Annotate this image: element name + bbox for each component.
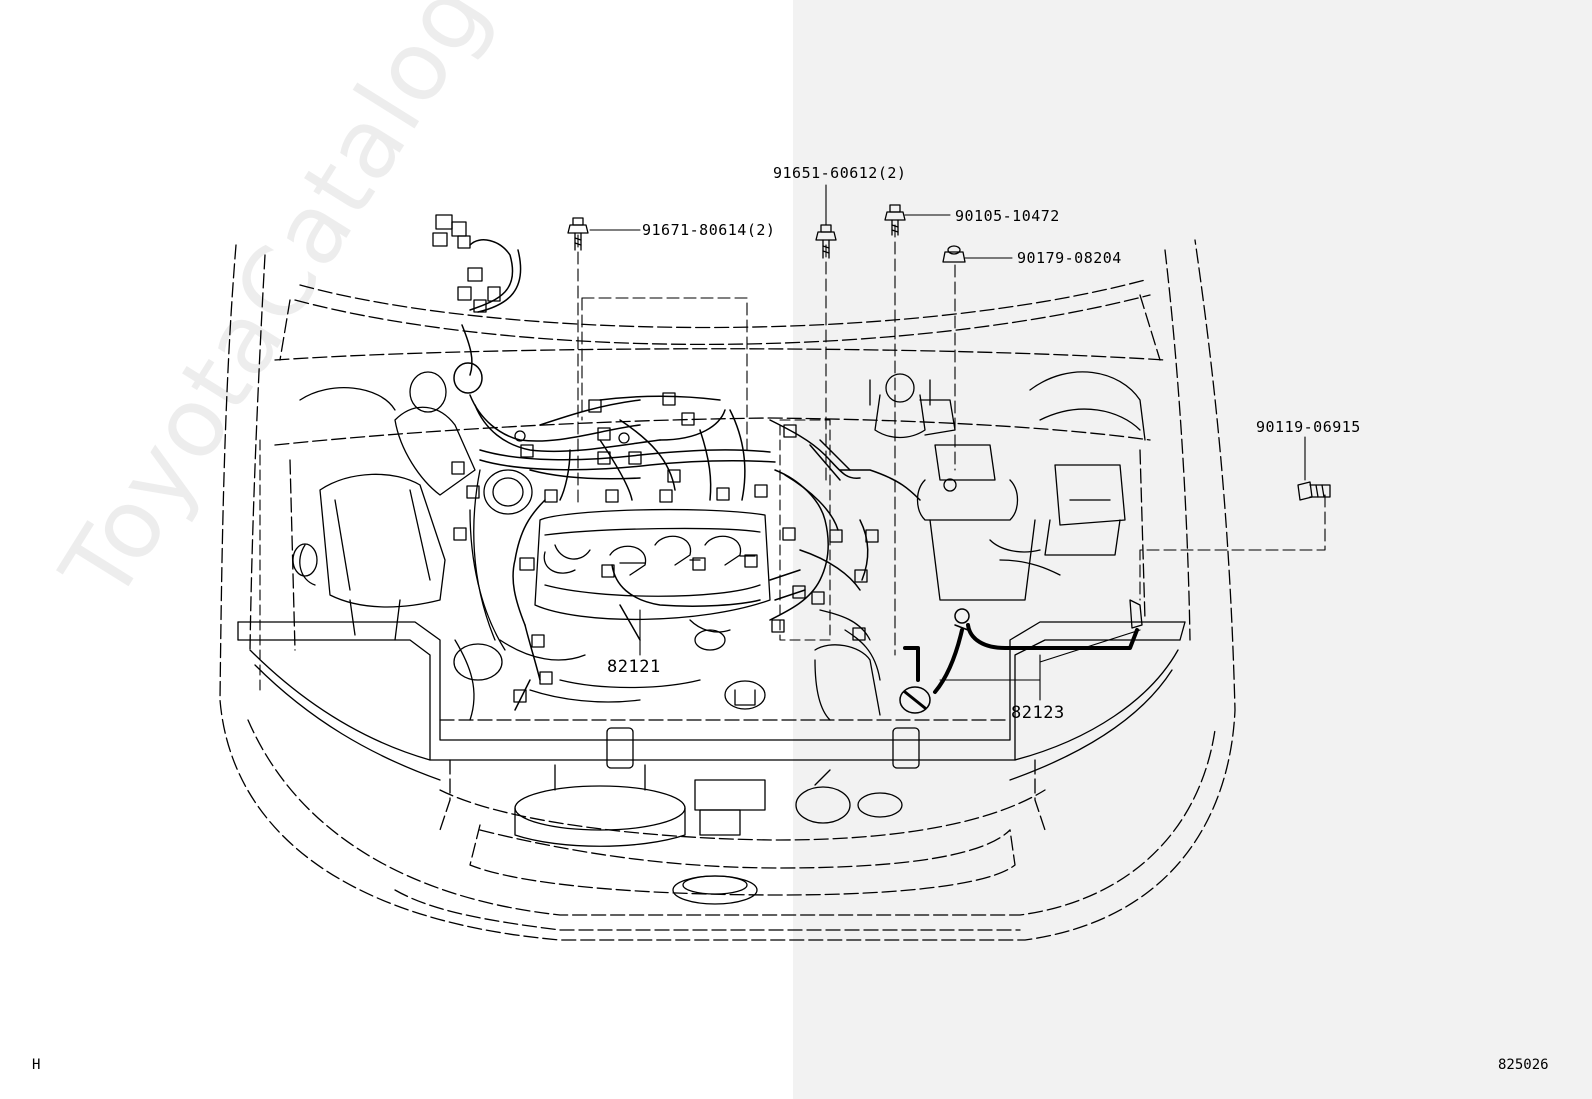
- air-cleaner: [292, 371, 476, 641]
- bolt-90119: [1297, 481, 1331, 501]
- callout-part-91671: 91671-80614(2): [642, 221, 776, 239]
- corner-label-left: H: [32, 1057, 41, 1073]
- radiator-area: [514, 680, 903, 905]
- body-outline: [219, 239, 1236, 941]
- leader-lines: [259, 184, 1326, 701]
- figure-number: 825026: [1498, 1057, 1549, 1073]
- bolt-90105: [884, 204, 906, 236]
- callout-part-90179: 90179-08204: [1017, 249, 1122, 267]
- battery-cable: [903, 623, 1139, 694]
- callout-part-91651: 91651-60612(2): [773, 164, 907, 182]
- callout-part-82123: 82123: [1011, 703, 1065, 723]
- harness-connectors: [432, 214, 879, 703]
- bolt-91671: [567, 217, 589, 251]
- nut-90179: [942, 245, 966, 263]
- engine-head: [453, 469, 771, 721]
- crossmember: [237, 621, 1186, 781]
- engine-wire-harness: [453, 239, 921, 711]
- callout-part-82121: 82121: [607, 657, 661, 677]
- battery-terminals: [899, 608, 970, 714]
- bolt-91651: [815, 224, 837, 259]
- callout-part-90105: 90105-10472: [955, 207, 1060, 225]
- callout-part-90119: 90119-06915: [1256, 418, 1361, 436]
- right-components: [814, 371, 1146, 721]
